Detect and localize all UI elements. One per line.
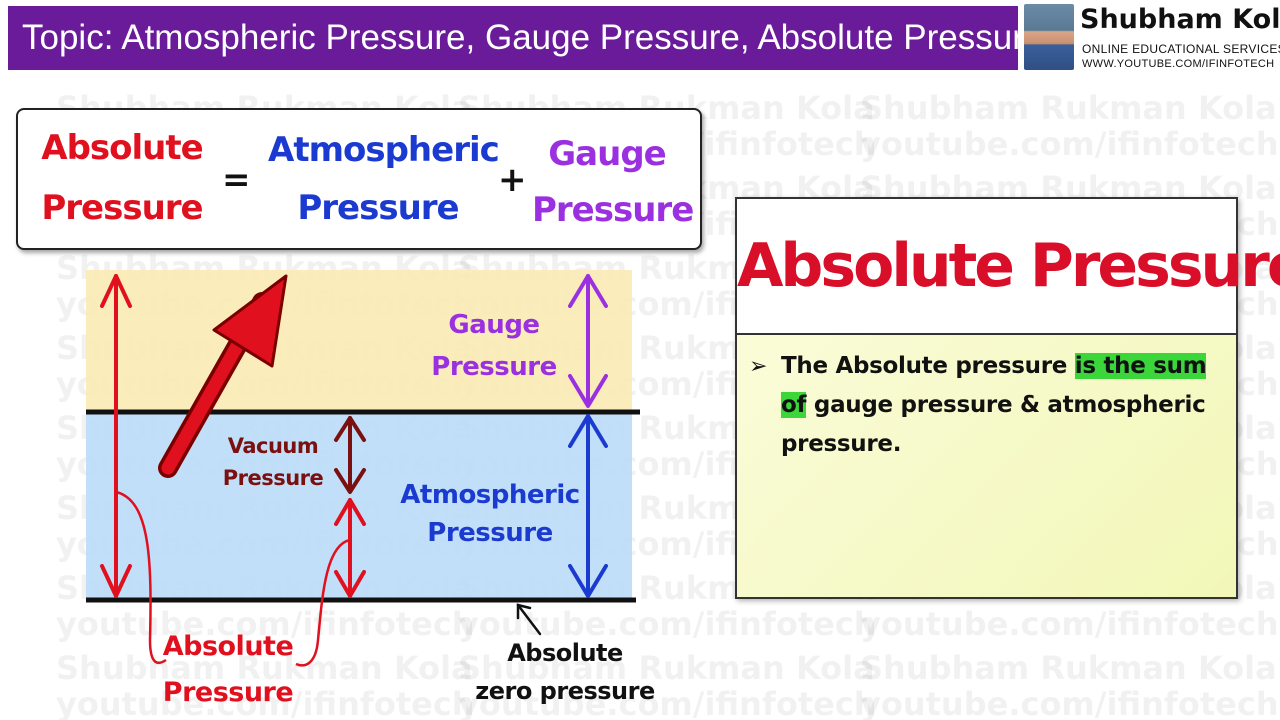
brand-tagline: ONLINE EDUCATIONAL SERVICES	[1082, 42, 1280, 56]
gauge-pressure-arrow	[568, 274, 608, 408]
equation-absolute-line2: Pressure	[41, 188, 203, 228]
topic-banner: Topic: Atmospheric Pressure, Gauge Press…	[8, 6, 1018, 70]
brand-url: WWW.YOUTUBE.COM/IFINFOTECH	[1082, 58, 1275, 70]
definition-text-part1: The Absolute pressure	[781, 353, 1075, 379]
vacuum-label-line2: Pressure	[222, 466, 324, 490]
equation-absolute-line1: Absolute	[41, 128, 203, 168]
definition-highlight-1: is the sum	[1074, 353, 1207, 379]
card-body: ➢ The Absolute pressure is the sum of ga…	[737, 335, 1236, 597]
pointer-arrow-icon	[158, 274, 288, 478]
bullet-arrow-icon: ➢	[749, 353, 768, 378]
absolute-zero-label: Absolute zero pressure	[470, 634, 660, 710]
zero-pressure-pointer-icon	[516, 603, 542, 636]
definition-highlight-2: of	[781, 392, 807, 418]
absolute-label-line2: Pressure	[162, 677, 294, 708]
vacuum-pressure-arrow	[334, 416, 366, 494]
absolute-label-leader-right	[295, 538, 351, 667]
gauge-label-line2: Pressure	[431, 352, 557, 382]
atm-label-line2: Pressure	[427, 518, 553, 548]
absolute-pressure-small-arrow	[334, 498, 366, 598]
atm-label-line1: Atmospheric	[400, 480, 580, 510]
equation-atmospheric-line2: Pressure	[297, 188, 459, 228]
atmospheric-pressure-arrow	[568, 414, 608, 598]
gauge-region	[86, 270, 632, 412]
equation-gauge-line1: Gauge	[548, 134, 666, 174]
gauge-label-line1: Gauge	[448, 310, 540, 340]
definition-card: Absolute Pressure ➢ The Absolute pressur…	[735, 197, 1280, 599]
equation-atmospheric-line1: Atmospheric	[268, 130, 500, 170]
zero-label-line2: zero pressure	[475, 677, 655, 705]
equals-sign: =	[222, 160, 251, 200]
vacuum-pressure-label: Vacuum Pressure	[218, 430, 328, 494]
brand-name: Shubham Kola	[1080, 4, 1280, 35]
absolute-label-line1: Absolute	[162, 631, 294, 662]
presenter-photo	[1024, 4, 1074, 70]
definition-text: The Absolute pressure is the sum of gaug…	[781, 347, 1221, 464]
definition-text-part2: gauge pressure & atmospheric pressure.	[781, 392, 1206, 457]
plus-sign: +	[498, 160, 527, 200]
equation-box: Absolute Pressure = Atmospheric Pressure…	[16, 108, 702, 250]
absolute-pressure-arrow	[100, 274, 132, 598]
vacuum-label-line1: Vacuum	[227, 434, 319, 458]
atmospheric-pressure-label: Atmospheric Pressure	[400, 476, 580, 552]
gauge-pressure-label: Gauge Pressure	[430, 304, 558, 388]
equation-gauge-line2: Pressure	[532, 190, 694, 230]
zero-label-line1: Absolute	[507, 639, 623, 667]
card-title: Absolute Pressure	[737, 199, 1280, 335]
absolute-pressure-label: Absolute Pressure	[158, 624, 298, 716]
absolute-label-leader-left	[115, 490, 167, 665]
